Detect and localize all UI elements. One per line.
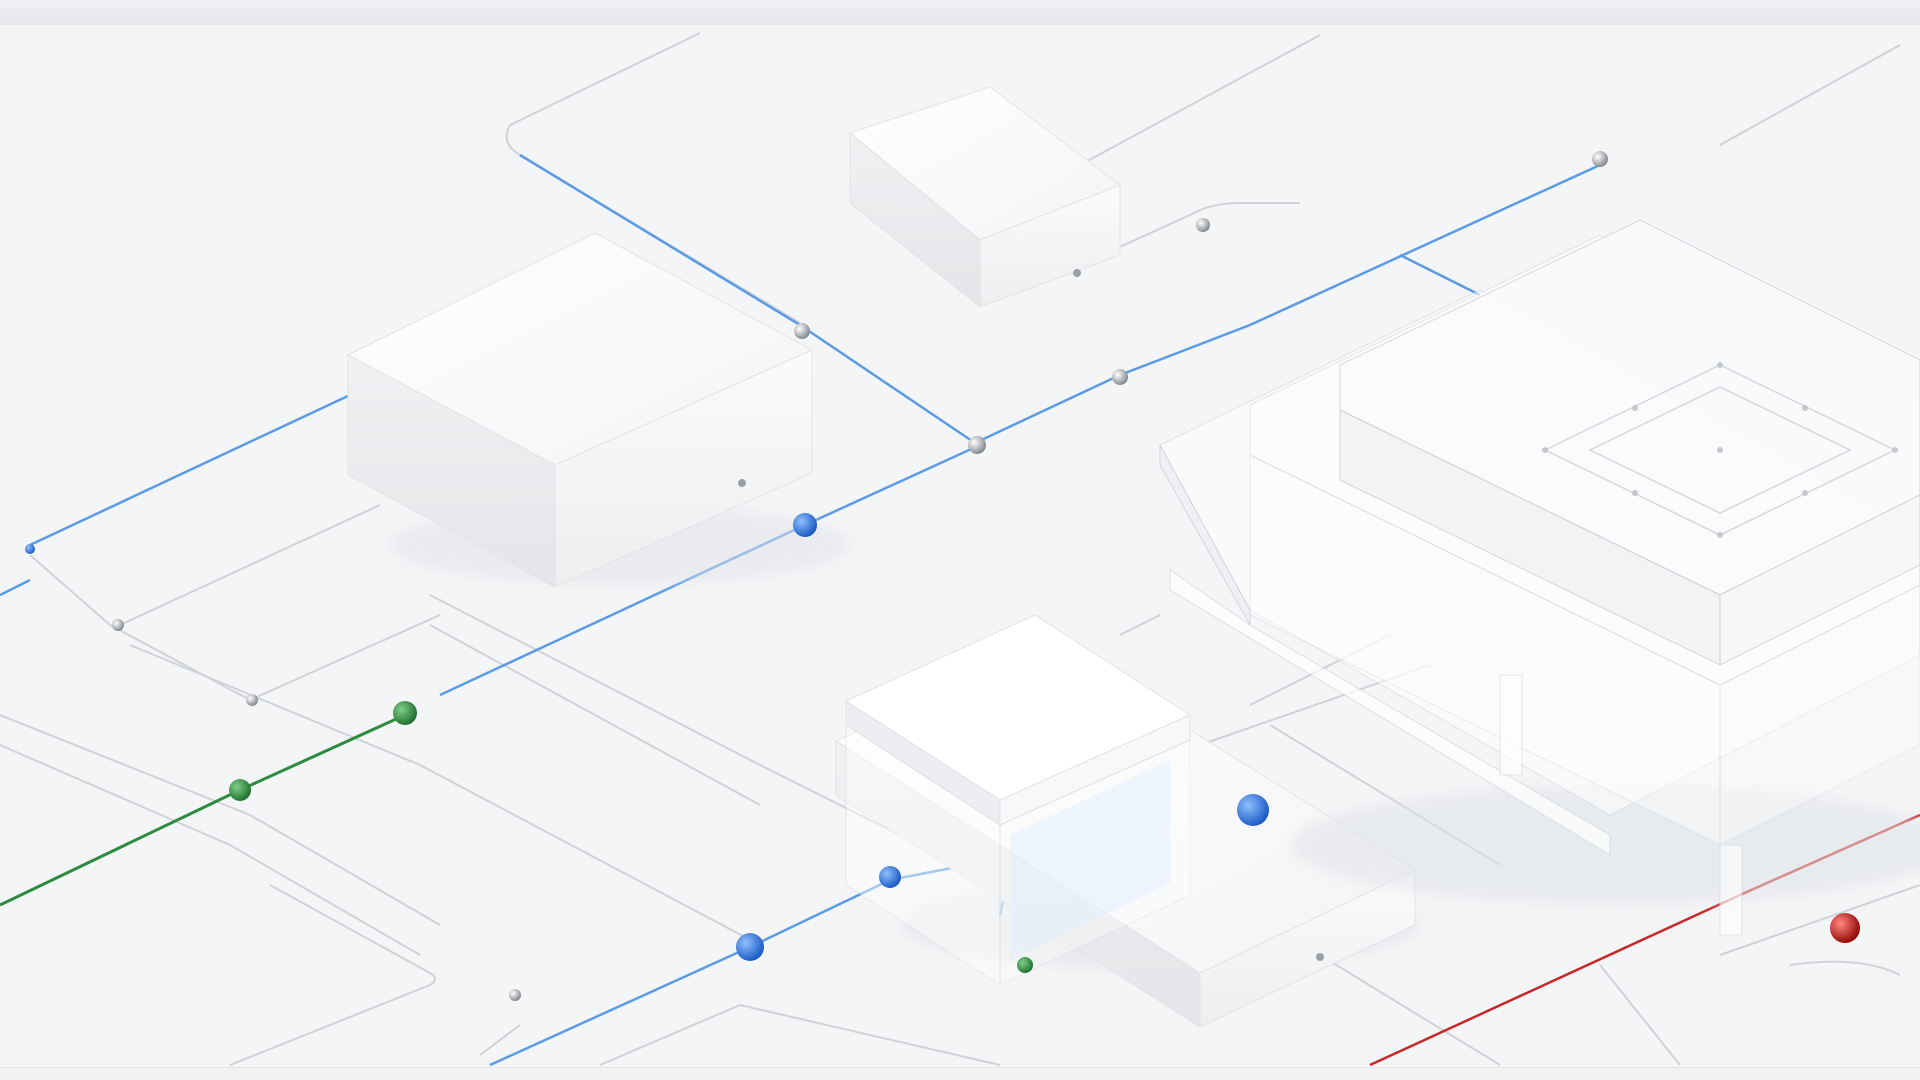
illustration-frame xyxy=(0,24,1920,1068)
server-block-icon xyxy=(346,232,850,588)
network-illustration xyxy=(0,32,1920,1067)
glass-stack-icon xyxy=(1159,219,1920,936)
server-block-icon xyxy=(834,614,1420,1028)
connector-node-icon xyxy=(25,151,1860,1001)
server-block-icon xyxy=(848,86,1122,309)
top-strip xyxy=(0,0,1920,24)
green-wire xyxy=(0,713,406,907)
